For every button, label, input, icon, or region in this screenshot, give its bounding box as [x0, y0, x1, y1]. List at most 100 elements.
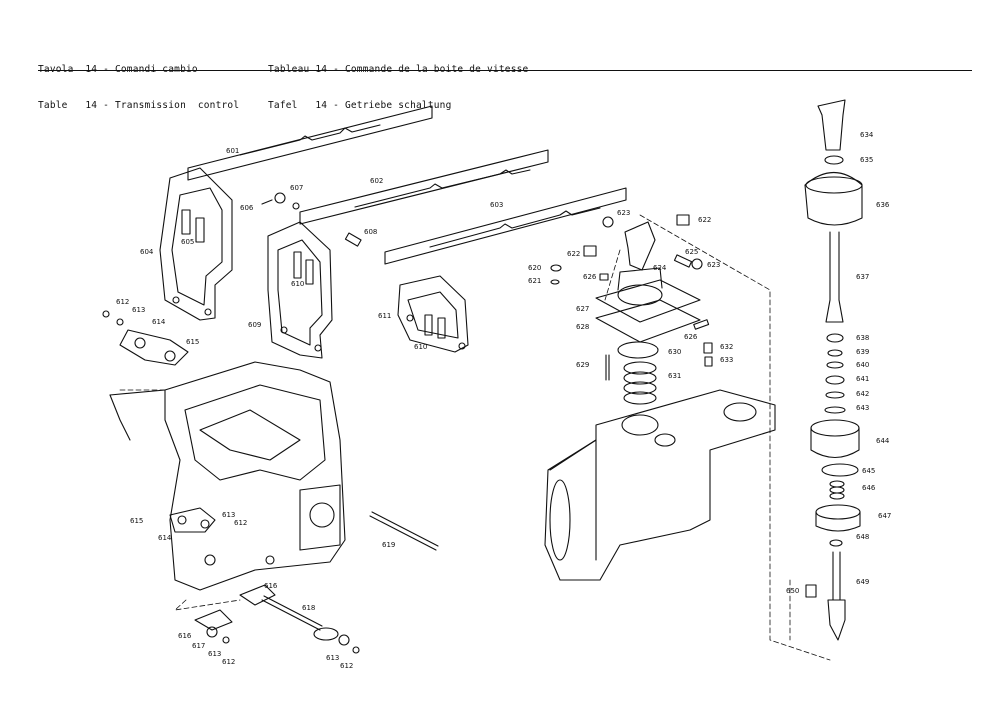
label-626b: 626: [684, 333, 698, 341]
label-628: 628: [576, 323, 589, 331]
label-627: 627: [576, 305, 589, 313]
lever-637: [825, 231, 844, 323]
label-611: 611: [378, 312, 391, 320]
selector-rod-603: [384, 187, 627, 265]
label-616a: 616: [264, 582, 278, 590]
label-614b: 614: [158, 534, 172, 542]
gearbox-housing-right: [544, 389, 776, 581]
header-left: Tavola 14 - Comandi cambio Table 14 - Tr…: [38, 40, 239, 124]
housing-644: [810, 419, 860, 459]
label-613c: 613: [208, 650, 221, 658]
label-618: 618: [302, 604, 315, 612]
label-650: 650: [786, 587, 799, 595]
label-607: 607: [290, 184, 303, 192]
label-643: 643: [856, 404, 869, 412]
label-638: 638: [856, 334, 869, 342]
label-605: 605: [181, 238, 194, 246]
label-621: 621: [528, 277, 541, 285]
label-637: 637: [856, 273, 869, 281]
label-612c: 612: [222, 658, 235, 666]
label-622b: 622: [698, 216, 711, 224]
selector-fork-609: [267, 221, 333, 359]
header-right: Tableau 14 - Commande de la boite de vit…: [268, 40, 528, 124]
label-612b: 612: [234, 519, 247, 527]
rings-638-643: [824, 333, 846, 414]
screw-650: [805, 584, 817, 598]
label-617: 617: [192, 642, 205, 650]
cover-plate-615-lower: [169, 507, 216, 533]
label-610a: 610: [291, 280, 304, 288]
nut-606-607: [261, 192, 300, 210]
label-626a: 626: [583, 273, 597, 281]
label-613a: 613: [132, 306, 145, 314]
label-632: 632: [720, 343, 733, 351]
plug-632-633: [703, 342, 713, 367]
gasket-628: [595, 299, 701, 343]
label-620: 620: [528, 264, 541, 272]
label-644: 644: [876, 437, 890, 445]
label-641: 641: [856, 375, 869, 383]
boot-636: [804, 172, 863, 226]
header-right-line2: Tafel 14 - Getriebe schaltung: [268, 100, 452, 111]
shift-block-624: [624, 221, 656, 271]
label-629: 629: [576, 361, 589, 369]
gear-knob-634: [817, 99, 846, 151]
selector-rod-601: [187, 105, 433, 181]
label-625: 625: [685, 248, 698, 256]
label-603: 603: [490, 201, 503, 209]
ring-647: [815, 504, 861, 532]
rod-618: [261, 595, 339, 641]
label-633: 633: [720, 356, 733, 364]
label-606: 606: [240, 204, 254, 212]
label-646: 646: [862, 484, 876, 492]
label-635: 635: [860, 156, 873, 164]
gearbox-housing-left: [109, 361, 346, 591]
header-rule: [38, 70, 972, 71]
label-614a: 614: [152, 318, 166, 326]
washer-620-621: [550, 264, 562, 285]
label-615b: 615: [130, 517, 143, 525]
label-645: 645: [862, 467, 875, 475]
shaft-649: [827, 551, 846, 641]
label-610b: 610: [414, 343, 427, 351]
label-622a: 622: [567, 250, 580, 258]
label-612d: 612: [340, 662, 353, 670]
label-602: 602: [370, 177, 383, 185]
label-642: 642: [856, 390, 869, 398]
label-601: 601: [226, 147, 239, 155]
header-right-line1: Tableau 14 - Commande de la boite de vit…: [268, 64, 529, 75]
selector-rod-602: [299, 149, 549, 225]
selector-fork-611: [397, 275, 469, 353]
ring-623: [602, 216, 703, 270]
label-639: 639: [856, 348, 869, 356]
label-640: 640: [856, 361, 869, 369]
label-648: 648: [856, 533, 869, 541]
plate-616-lower: [194, 584, 360, 654]
header-left-line1: Tavola 14 - Comandi cambio: [38, 64, 198, 75]
washer-645: [821, 463, 859, 477]
label-604: 604: [140, 248, 154, 256]
label-624: 624: [653, 264, 667, 272]
block-622: [583, 214, 690, 257]
header-left-line2: Table 14 - Transmission control: [38, 100, 240, 111]
pin-608: [344, 232, 362, 247]
label-616b: 616: [178, 632, 192, 640]
label-608: 608: [364, 228, 377, 236]
label-615a: 615: [186, 338, 199, 346]
pins-626: [599, 273, 710, 330]
shift-cover-627: [595, 267, 701, 323]
label-619: 619: [382, 541, 395, 549]
nut-635: [824, 155, 844, 165]
assembly-lines: [119, 214, 831, 661]
pin-648: [829, 539, 843, 547]
label-623b: 623: [707, 261, 720, 269]
selector-fork-604: [159, 167, 233, 321]
label-649: 649: [856, 578, 869, 586]
label-612a: 612: [116, 298, 129, 306]
stud-629: [605, 354, 610, 381]
pin-625: [673, 254, 693, 268]
label-647: 647: [878, 512, 891, 520]
ring-630: [617, 341, 659, 359]
rod-619: [369, 511, 439, 551]
